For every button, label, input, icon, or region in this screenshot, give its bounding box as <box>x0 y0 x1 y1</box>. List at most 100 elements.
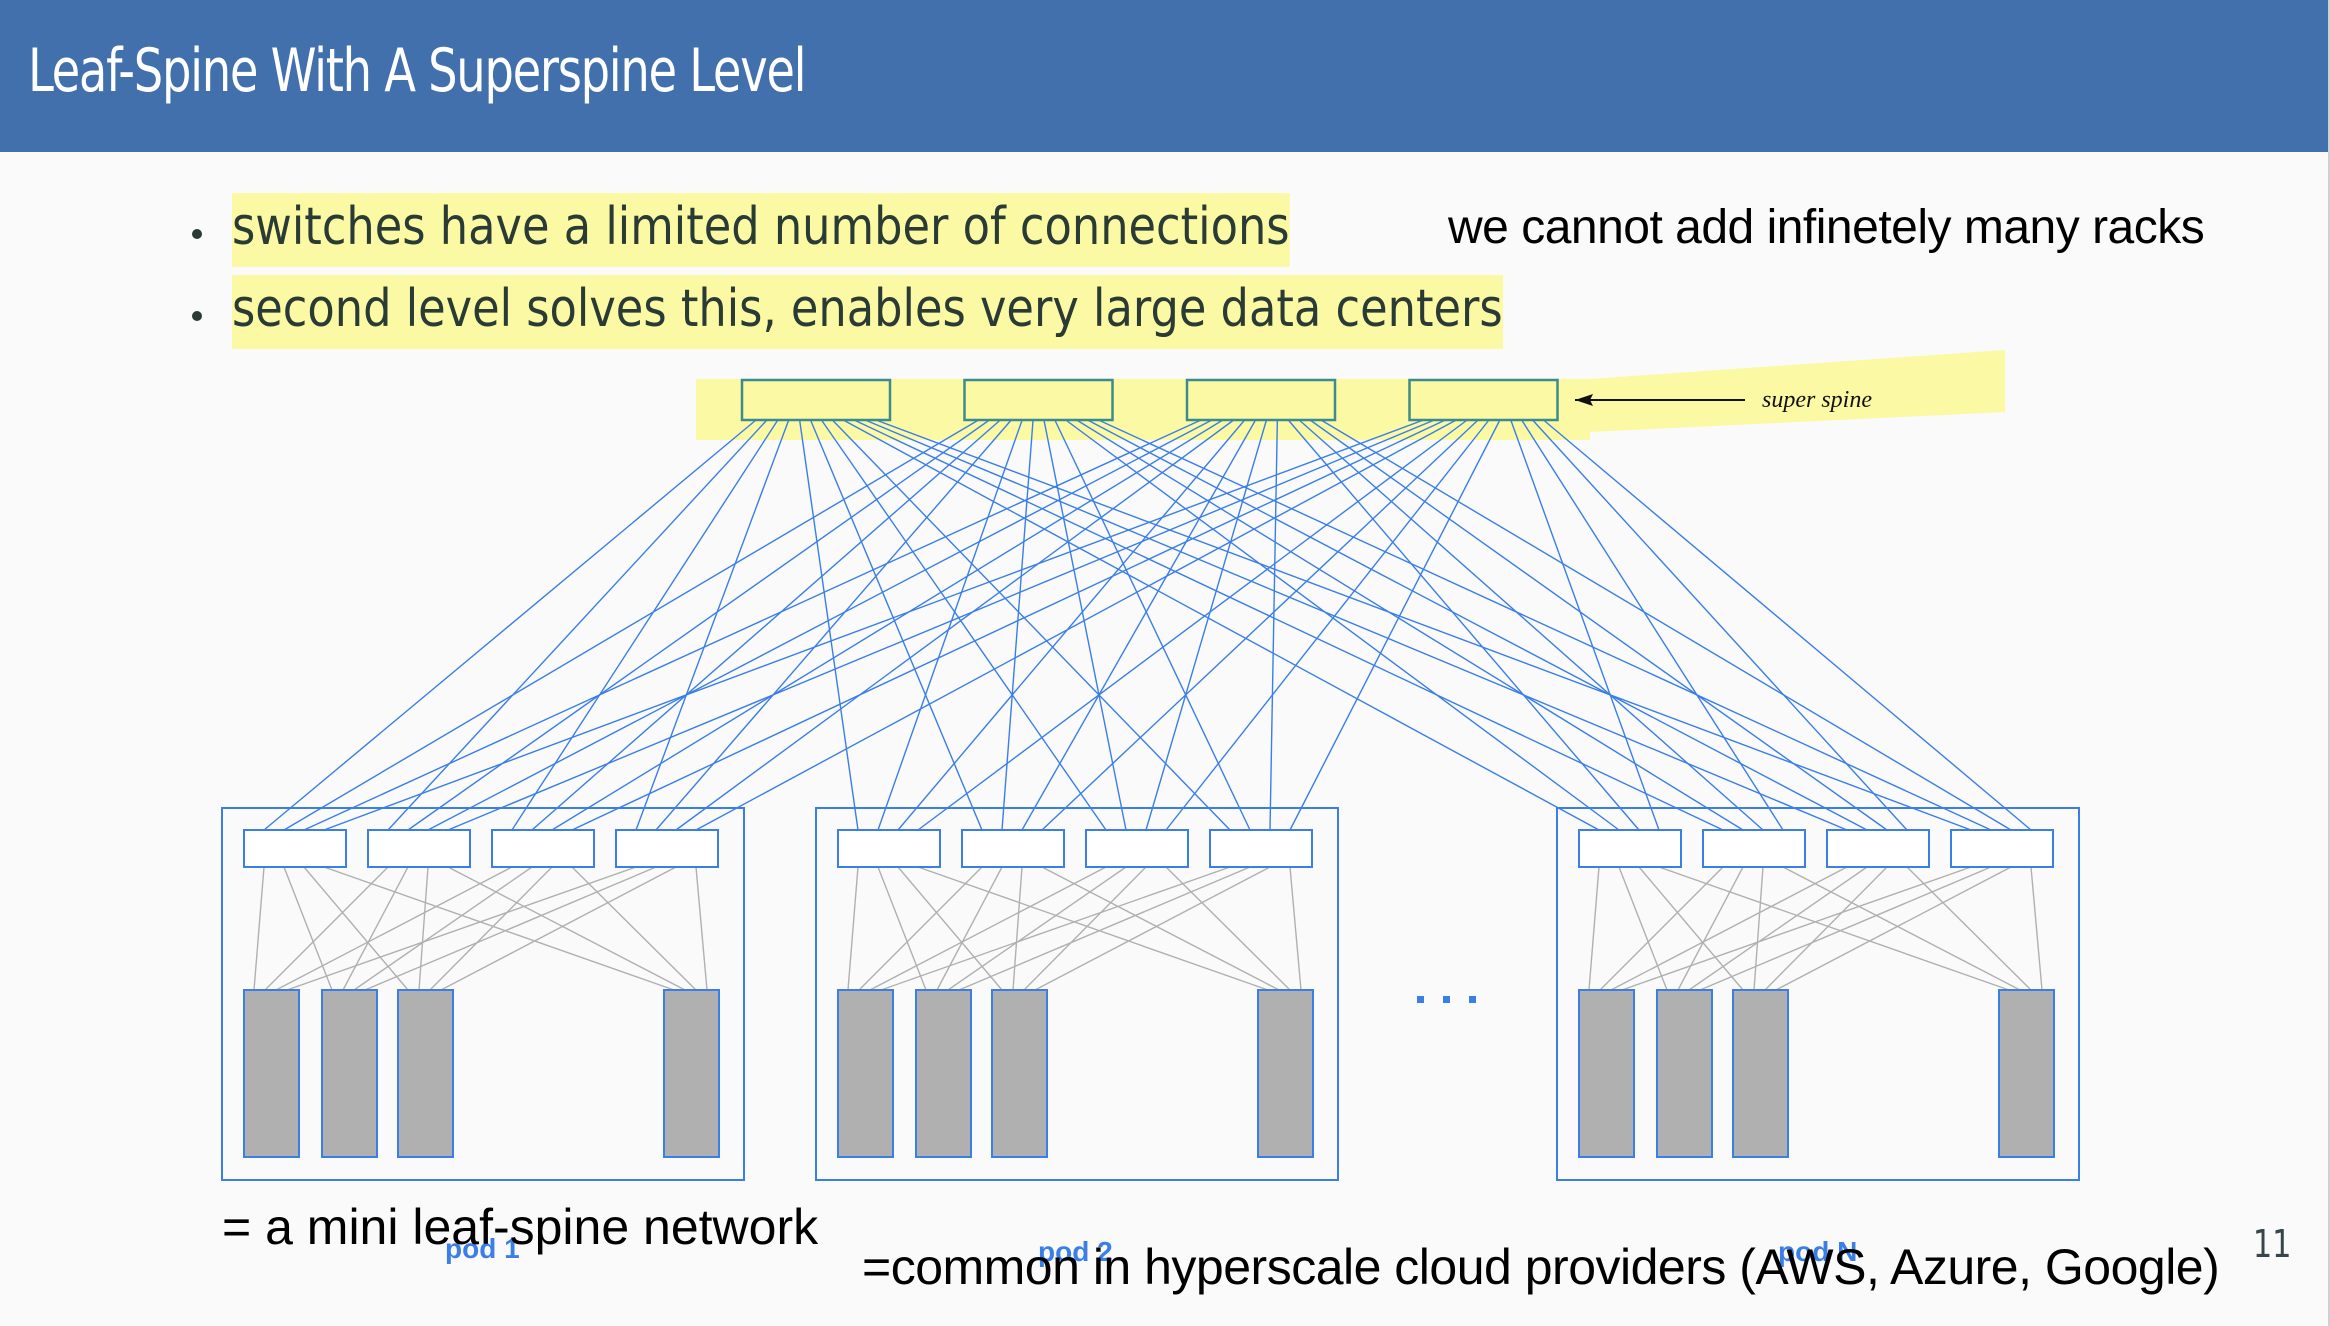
leaf-link-line <box>1012 866 1023 991</box>
uplink-line <box>1510 419 1660 831</box>
uplink-line <box>1165 419 1490 831</box>
uplink-line <box>695 419 1457 831</box>
server-rack <box>243 989 300 1158</box>
uplink-line <box>1320 419 2012 831</box>
uplink-line <box>1269 419 1279 831</box>
pod <box>1556 807 2080 1181</box>
spine-switch <box>1826 829 1930 868</box>
leaf-link-line <box>1621 866 1972 991</box>
handwritten-note-mini: = a mini leaf-spine network <box>222 1199 819 1255</box>
server-rack <box>1998 989 2055 1158</box>
leaf-link-line <box>1753 866 1764 991</box>
pod-label: pod 1 <box>445 1233 520 1264</box>
leaf-link-line <box>1677 866 1744 991</box>
pods <box>221 807 2080 1181</box>
uplink-line <box>1532 419 1908 831</box>
spine-switch <box>1702 829 1806 868</box>
uplink-line <box>1309 419 1888 831</box>
leaf-link-line <box>275 866 513 991</box>
server-rack <box>321 989 378 1158</box>
leaf-link-line <box>936 866 1003 991</box>
superspine-switch <box>1408 378 1559 422</box>
leaf-link-line <box>571 866 697 991</box>
spine-switch <box>615 829 719 868</box>
spine-switch <box>243 829 347 868</box>
leaf-link-line <box>286 866 637 991</box>
bullet-dot-icon <box>192 229 202 239</box>
spine-switch <box>837 829 941 868</box>
bullet-text: second level solves this, enables very l… <box>232 275 1503 349</box>
server-rack <box>1257 989 1314 1158</box>
superspine-switch <box>1185 378 1337 422</box>
leaf-link-line <box>1041 866 1280 991</box>
uplink-line <box>407 419 990 831</box>
uplink-line <box>635 419 790 831</box>
leaf-link-line <box>877 866 927 991</box>
uplink-line <box>1098 419 1992 831</box>
leaf-link-line <box>1688 866 1868 991</box>
uplink-line <box>820 419 1107 831</box>
uplink-line <box>675 419 1235 831</box>
leaf-link-line <box>1638 866 1744 991</box>
leaf-link-line <box>323 866 675 991</box>
leaf-link-line <box>880 866 1231 991</box>
uplink-line <box>1065 419 1620 831</box>
uplink-line <box>427 419 1213 831</box>
leaf-link-line <box>1906 866 2032 991</box>
uplink-line <box>1287 419 1640 831</box>
pod <box>815 807 1339 1181</box>
server-rack <box>837 989 894 1158</box>
uplink-line <box>655 419 1012 831</box>
superspine-uplinks <box>263 419 2032 831</box>
uplink-line <box>387 419 768 831</box>
spine-switch <box>1209 829 1313 868</box>
pod-frame <box>815 807 1339 1181</box>
handwritten-note-racks: we cannot add infinetely many racks <box>1448 201 2205 254</box>
pod-label: pod 2 <box>1038 1236 1113 1267</box>
leaf-link-line <box>447 866 686 991</box>
uplink-line <box>853 419 1724 831</box>
leaf-link-line <box>2030 866 2043 991</box>
server-rack <box>663 989 720 1158</box>
superspine-switch <box>963 378 1114 422</box>
uplink-line <box>1543 419 2032 831</box>
superspine-switches <box>740 378 1559 422</box>
uplink-line <box>1145 419 1268 831</box>
leaf-link-line <box>1610 866 1848 991</box>
uplink-line <box>1076 419 1744 831</box>
ellipsis-icon <box>1417 996 1476 1003</box>
leaf-link-line <box>917 866 1269 991</box>
uplink-line <box>1001 419 1034 831</box>
uplink-line <box>809 419 983 831</box>
superspine-switch <box>740 378 892 422</box>
leaf-link-line <box>1658 866 2010 991</box>
uplink-line <box>447 419 1435 831</box>
spine-switch <box>1578 829 1682 868</box>
spine-switch <box>1950 829 2054 868</box>
bullet-dot-icon <box>192 311 202 321</box>
page-number: 11 <box>2252 1222 2292 1266</box>
uplink-line <box>875 419 1972 831</box>
slide-title: Leaf-Spine With A Superspine Level <box>28 36 807 106</box>
uplink-line <box>1054 419 1251 831</box>
uplink-line <box>551 419 1224 831</box>
uplink-line <box>283 419 979 831</box>
uplink-line <box>263 419 757 831</box>
leaf-link-line <box>418 866 429 991</box>
spine-switch <box>961 829 1065 868</box>
uplink-line <box>1298 419 1764 831</box>
arrow-head-icon <box>1575 394 1593 406</box>
pod-frame <box>1556 807 2080 1181</box>
pod <box>221 807 745 1181</box>
uplink-line <box>1289 419 1501 831</box>
super-spine-label: super spine <box>1762 387 1872 413</box>
uplink-line <box>842 419 1600 831</box>
server-rack <box>1578 989 1635 1158</box>
slide-edge <box>2328 0 2330 1326</box>
leaf-link-line <box>1775 866 2012 991</box>
leaf-link-line <box>440 866 677 991</box>
uplink-line <box>323 419 1424 831</box>
leaf-link-line <box>264 866 389 991</box>
leaf-link-line <box>1764 866 1888 991</box>
